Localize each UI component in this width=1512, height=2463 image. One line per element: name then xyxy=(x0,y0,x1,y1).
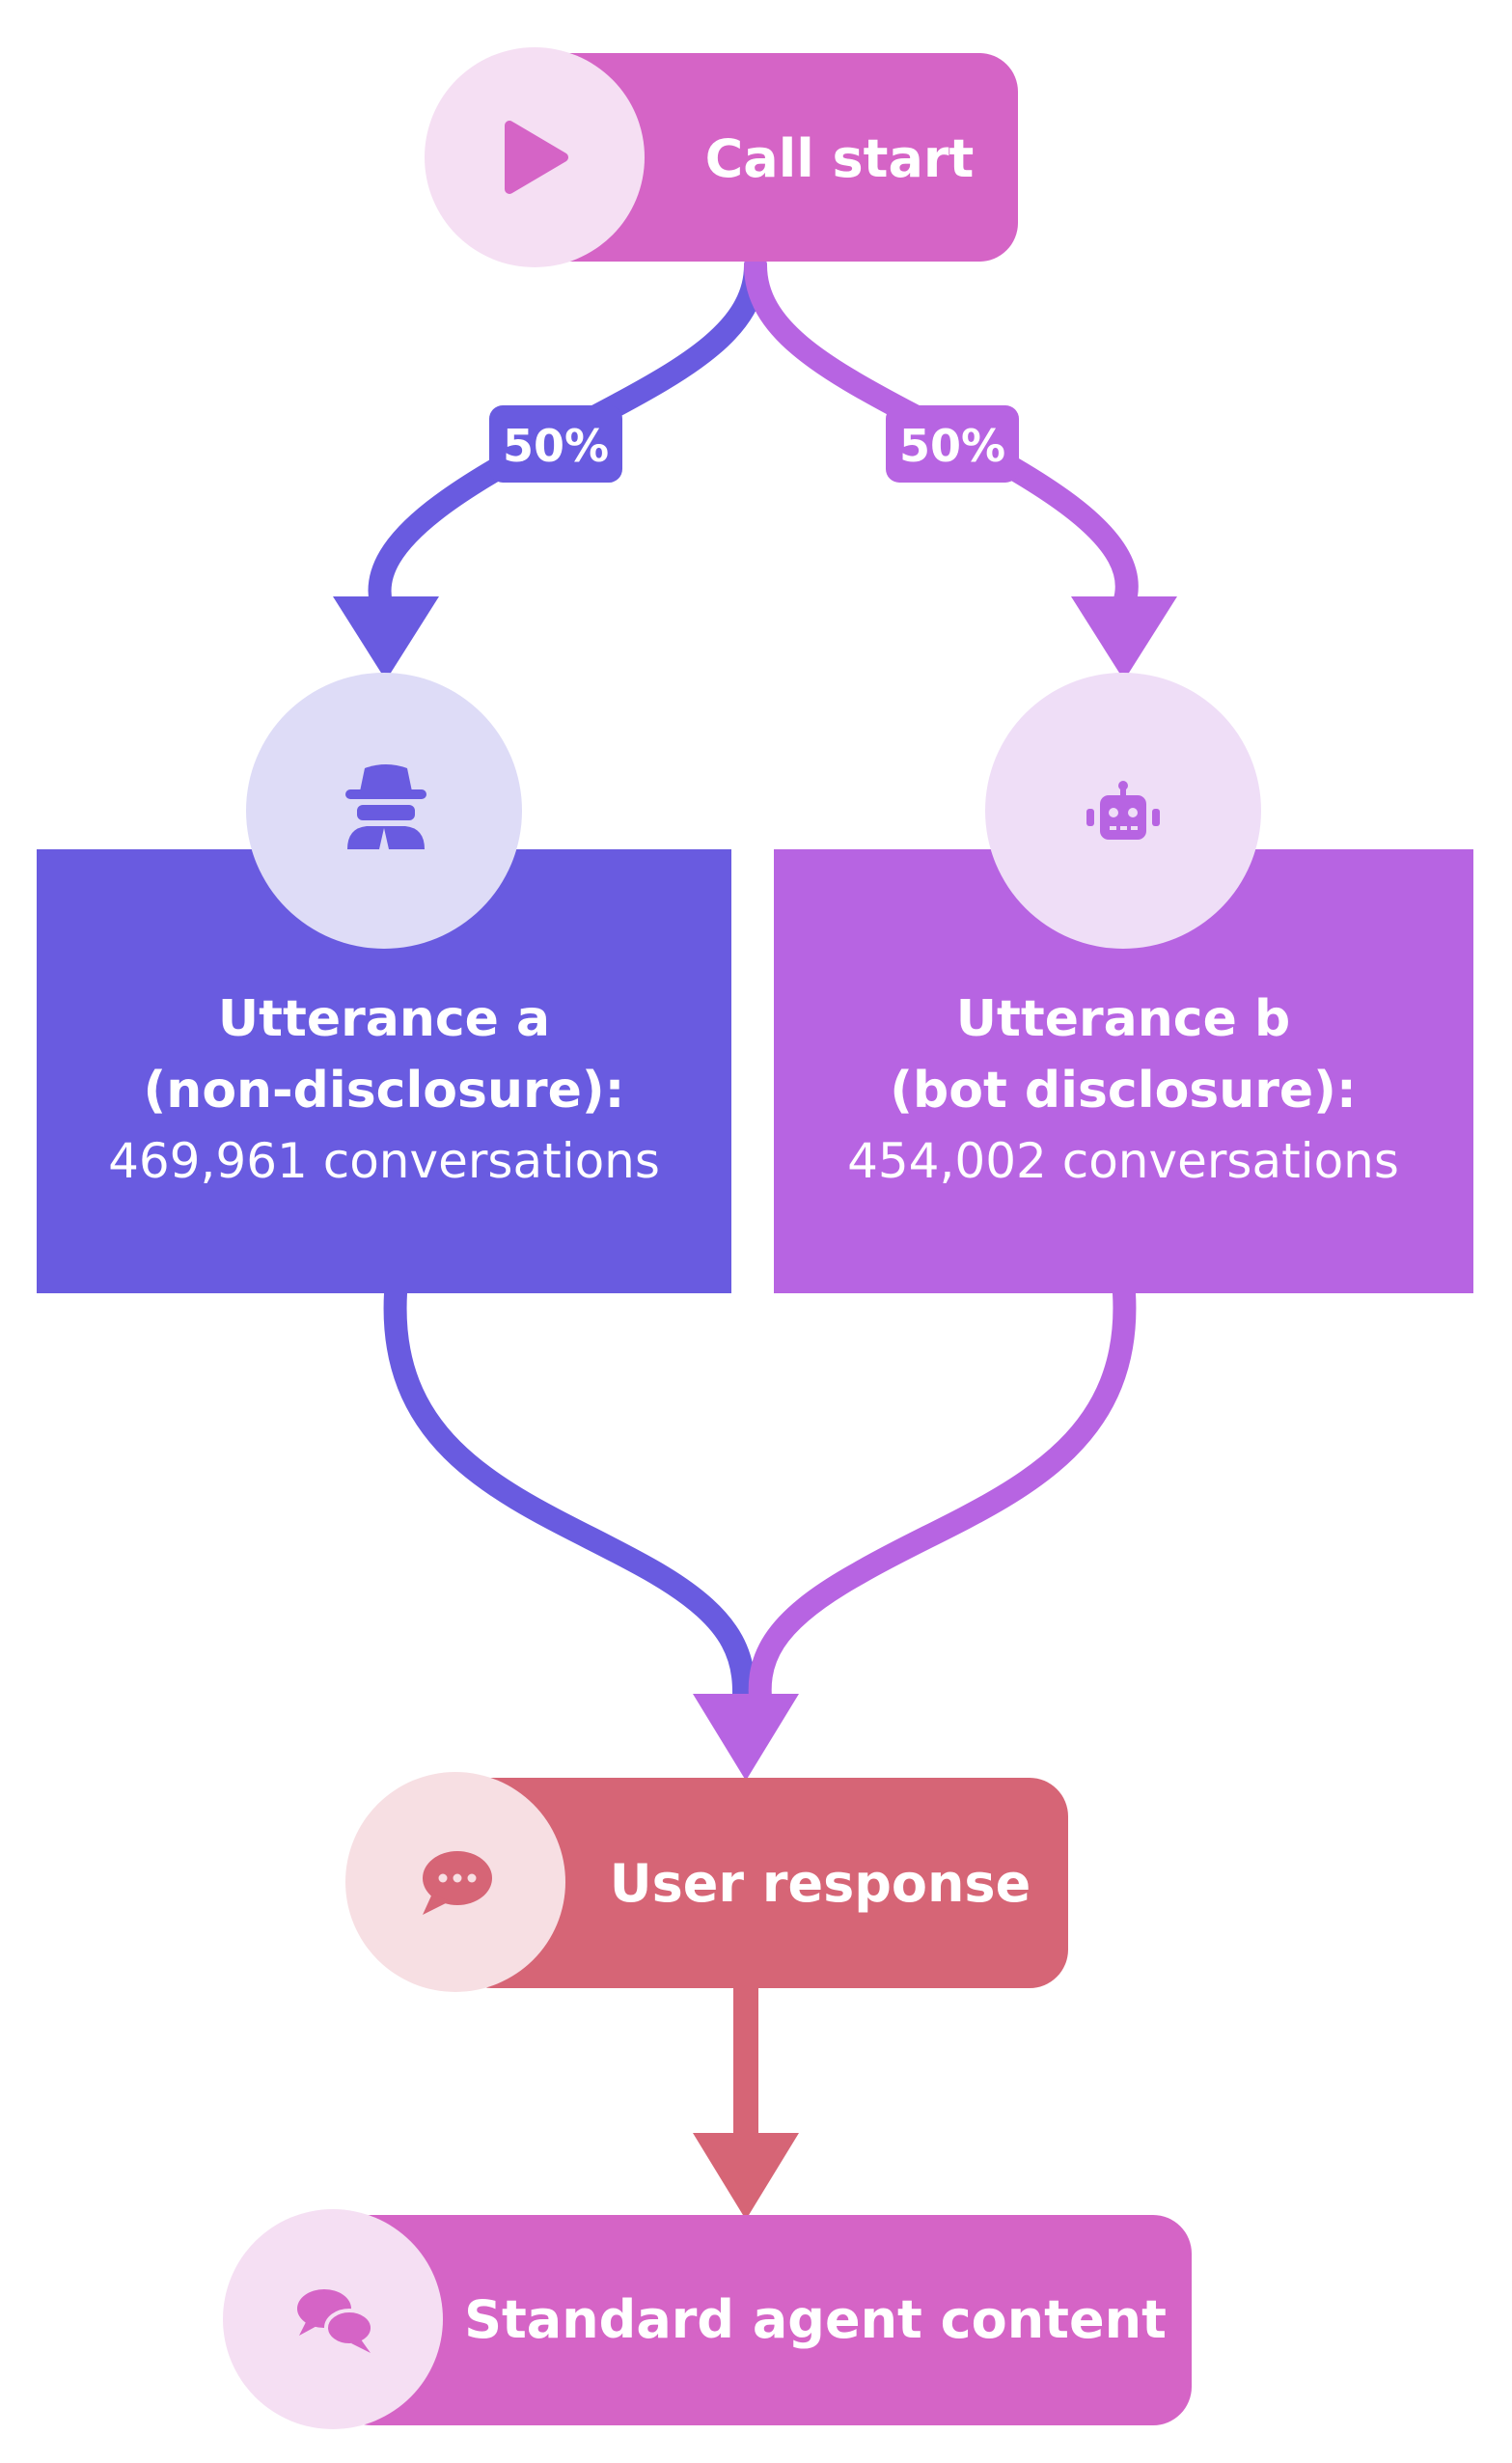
svg-text:(non-disclosure):: (non-disclosure): xyxy=(144,1062,625,1120)
svg-text:User response: User response xyxy=(610,1853,1031,1914)
spy-icon xyxy=(345,764,426,849)
comment-dots-icon xyxy=(423,1851,492,1915)
connector-a-to-response xyxy=(383,1282,756,1725)
node-user-response: User response xyxy=(345,1772,1068,1992)
svg-text:(bot disclosure):: (bot disclosure): xyxy=(890,1062,1357,1120)
svg-text:50%: 50% xyxy=(503,420,609,472)
node-standard-agent-content: Standard agent content xyxy=(223,2209,1192,2429)
svg-text:50%: 50% xyxy=(899,420,1005,472)
badge-right-pct: 50% xyxy=(886,405,1019,483)
svg-text:Call start: Call start xyxy=(705,128,975,189)
arrowhead-left xyxy=(333,596,439,680)
node-utterance-a: Utterance a (non-disclosure): 469,961 co… xyxy=(37,673,731,1293)
svg-text:454,002 conversations: 454,002 conversations xyxy=(847,1133,1399,1189)
connector-b-to-response xyxy=(693,1282,1137,1781)
svg-text:Utterance a: Utterance a xyxy=(218,990,550,1048)
arrowhead-response xyxy=(693,1694,799,1781)
node-call-start: Call start xyxy=(425,47,1018,267)
svg-text:Utterance b: Utterance b xyxy=(956,990,1290,1048)
play-icon xyxy=(505,121,568,194)
connector-response-to-agent xyxy=(693,1988,799,2220)
svg-text:469,961 conversations: 469,961 conversations xyxy=(108,1133,660,1189)
badge-left-pct: 50% xyxy=(489,405,622,483)
robot-icon xyxy=(1086,781,1160,840)
node-utterance-b: Utterance b (bot disclosure): 454,002 co… xyxy=(774,673,1473,1293)
arrowhead-right xyxy=(1071,596,1177,680)
comments-icon xyxy=(297,2289,374,2353)
arrowhead-agent xyxy=(693,2133,799,2220)
svg-text:Standard agent content: Standard agent content xyxy=(464,2289,1167,2350)
